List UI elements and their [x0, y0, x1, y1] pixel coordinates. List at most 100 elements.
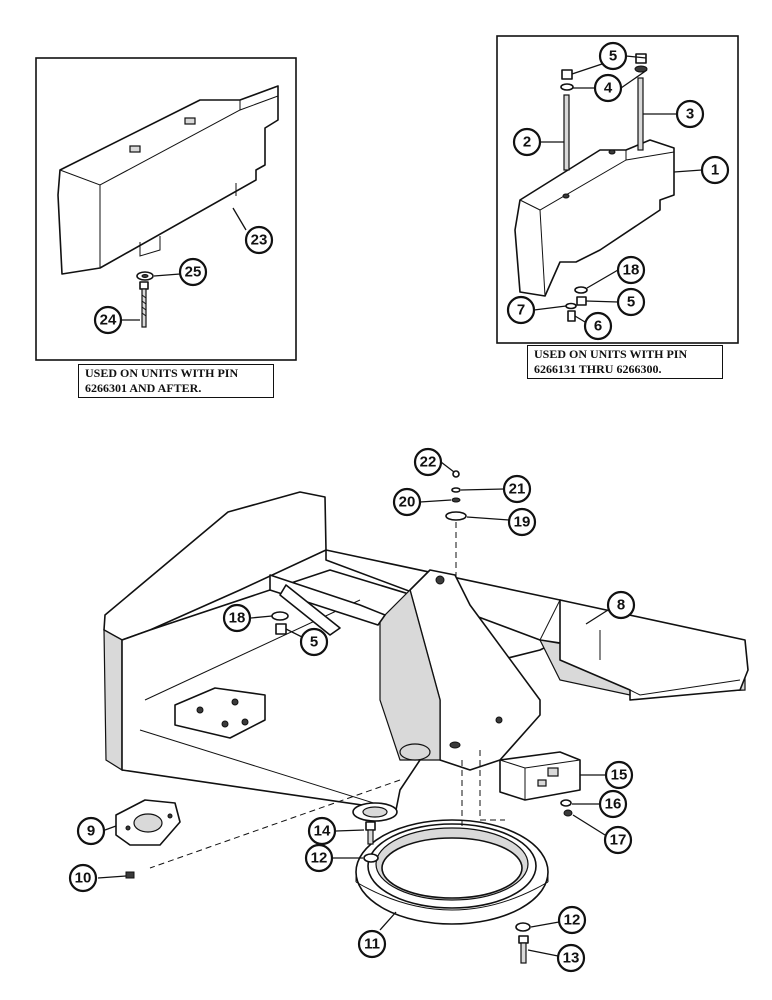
- bolt-24: [139, 281, 149, 328]
- leader-22: [440, 461, 455, 473]
- inset-left: [35, 57, 297, 361]
- washer-4-left: [560, 83, 574, 91]
- leader-11: [379, 911, 397, 931]
- washer-12-top: [363, 853, 379, 863]
- inset-right-frame: [496, 35, 739, 344]
- slew-ring-11: [355, 819, 549, 925]
- leader-25: [153, 273, 181, 277]
- svg-text:16: 16: [605, 796, 622, 813]
- rod-2: [563, 94, 570, 171]
- box-15: [499, 751, 581, 801]
- washer-16: [560, 799, 572, 807]
- svg-text:11: 11: [364, 936, 380, 953]
- svg-text:25: 25: [185, 264, 202, 281]
- callout-16: 16: [598, 789, 628, 819]
- svg-text:5: 5: [310, 634, 318, 651]
- inset-right: [496, 35, 739, 344]
- callout-12-bottom: 12: [557, 905, 587, 935]
- callout-10: 10: [68, 863, 98, 893]
- callout-15: 15: [604, 760, 634, 790]
- nut-5-top-right: [635, 53, 647, 64]
- leader-13: [527, 949, 559, 957]
- leader-5-main: [285, 628, 303, 638]
- callout-25: 25: [178, 257, 208, 287]
- caption-left: USED ON UNITS WITH PIN 6266301 AND AFTER…: [78, 364, 274, 398]
- svg-text:24: 24: [100, 312, 117, 329]
- leader-8: [585, 609, 609, 625]
- washer-18-main: [271, 611, 289, 621]
- svg-text:1: 1: [711, 162, 719, 179]
- rod-3: [637, 77, 644, 151]
- svg-text:19: 19: [514, 514, 531, 531]
- leader-4: [620, 69, 648, 89]
- callout-5-inset-top: 5: [598, 41, 628, 71]
- svg-text:2: 2: [523, 134, 531, 151]
- svg-text:9: 9: [87, 823, 95, 840]
- leader-21: [460, 488, 505, 491]
- callout-11: 11: [357, 929, 387, 959]
- leader-18-inset: [586, 269, 619, 289]
- leader-10: [97, 875, 127, 879]
- svg-text:17: 17: [610, 832, 627, 849]
- callout-13: 13: [556, 943, 586, 973]
- nut-17: [563, 809, 573, 817]
- callout-14: 14: [307, 816, 337, 846]
- leader-17: [572, 814, 606, 836]
- nut-5-main: [275, 623, 287, 635]
- nut-5-inset-bottom: [576, 296, 587, 306]
- svg-text:18: 18: [229, 610, 246, 627]
- svg-text:5: 5: [627, 294, 635, 311]
- leader-1: [673, 169, 703, 173]
- callout-24: 24: [93, 305, 123, 335]
- nut-5-top-left: [561, 69, 573, 80]
- callout-5-main: 5: [299, 627, 329, 657]
- leader-12-bottom: [530, 921, 560, 928]
- dash-plate: [149, 779, 401, 869]
- svg-text:4: 4: [604, 80, 613, 97]
- svg-text:8: 8: [617, 597, 625, 614]
- svg-text:10: 10: [75, 870, 92, 887]
- leader-5-top: [625, 55, 647, 59]
- svg-text:21: 21: [509, 481, 526, 498]
- callout-21: 21: [502, 474, 532, 504]
- washer-7: [565, 302, 577, 310]
- washer-12-bottom: [515, 922, 531, 932]
- counterweight-1: [514, 139, 675, 297]
- callout-20: 20: [392, 487, 422, 517]
- leader-14: [335, 829, 365, 832]
- svg-text:23: 23: [251, 232, 268, 249]
- callout-18-inset: 18: [616, 255, 646, 285]
- svg-text:14: 14: [314, 823, 331, 840]
- bolt-14: [365, 821, 376, 845]
- svg-text:5: 5: [609, 48, 617, 65]
- callout-1: 1: [700, 155, 730, 185]
- callout-18-main: 18: [222, 603, 252, 633]
- svg-text:3: 3: [686, 106, 694, 123]
- bolt-6: [567, 310, 576, 322]
- callout-8: 8: [606, 590, 636, 620]
- washer-4-right: [634, 65, 648, 73]
- svg-text:12: 12: [311, 850, 328, 867]
- inset-left-frame: [35, 57, 297, 361]
- fastener-10: [125, 871, 135, 879]
- leader-23: [232, 207, 247, 231]
- svg-text:18: 18: [623, 262, 640, 279]
- leader-18-main: [250, 615, 273, 619]
- callout-5-inset-bottom: 5: [616, 287, 646, 317]
- callout-3: 3: [675, 99, 705, 129]
- main-frame-8: [103, 491, 749, 822]
- leader-7: [533, 305, 567, 311]
- callout-4: 4: [593, 73, 623, 103]
- svg-text:6: 6: [594, 318, 602, 335]
- svg-text:13: 13: [563, 950, 580, 967]
- callout-7: 7: [506, 295, 536, 325]
- callout-17: 17: [603, 825, 633, 855]
- leader-6: [574, 315, 586, 323]
- svg-text:15: 15: [611, 767, 628, 784]
- callout-12-top: 12: [304, 843, 334, 873]
- svg-text:7: 7: [517, 302, 525, 319]
- svg-text:12: 12: [564, 912, 581, 929]
- leader-19: [466, 516, 510, 521]
- hardware-stack-top: [445, 470, 467, 580]
